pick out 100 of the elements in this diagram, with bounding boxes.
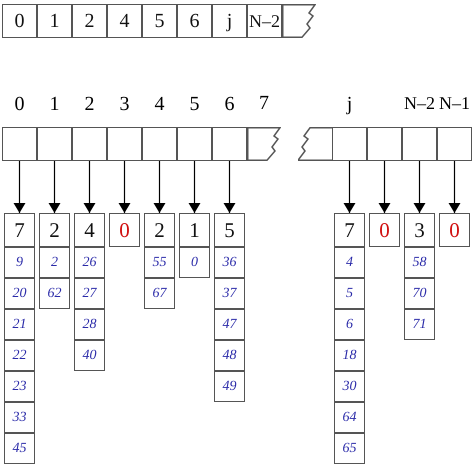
index-label: N–2 bbox=[404, 94, 435, 112]
list-item-value: 5 bbox=[346, 286, 353, 300]
arrow bbox=[48, 161, 60, 213]
list-item-cell bbox=[404, 278, 435, 309]
list-item-value: 40 bbox=[82, 348, 96, 362]
list-item-cell bbox=[214, 371, 245, 402]
arrow bbox=[378, 161, 390, 213]
list-item-value: 64 bbox=[342, 410, 356, 424]
index-label: 3 bbox=[120, 94, 130, 114]
list-item-cell bbox=[4, 371, 35, 402]
cell-value: 2 bbox=[84, 11, 94, 31]
count-value: 0 bbox=[449, 220, 460, 240]
list-item-value: 36 bbox=[222, 256, 236, 270]
count-value: 0 bbox=[379, 220, 390, 240]
array-cell bbox=[142, 4, 177, 38]
list-item-value: 26 bbox=[82, 256, 96, 270]
list-item-cell bbox=[74, 247, 105, 278]
list-item-value: 23 bbox=[12, 380, 26, 394]
count-value: 4 bbox=[84, 220, 95, 240]
list-item-cell bbox=[334, 433, 365, 464]
list-item-cell bbox=[4, 278, 35, 309]
cell-value: 1 bbox=[50, 11, 60, 31]
count-value: 7 bbox=[14, 220, 25, 240]
torn-array-end bbox=[282, 4, 316, 38]
list-item-value: 27 bbox=[82, 286, 96, 300]
list-item-value: 45 bbox=[12, 442, 26, 456]
list-item-cell bbox=[4, 309, 35, 340]
list-item-value: 9 bbox=[16, 256, 23, 270]
index-label: 2 bbox=[84, 94, 94, 114]
list-item-value: 58 bbox=[412, 256, 426, 270]
count-value: 1 bbox=[189, 220, 200, 240]
array-cell bbox=[247, 4, 282, 38]
cell-value: N–2 bbox=[249, 12, 280, 30]
list-item-value: 20 bbox=[12, 286, 26, 300]
list-item-value: 55 bbox=[152, 256, 166, 270]
cell-value: 6 bbox=[190, 11, 200, 31]
arrow bbox=[118, 161, 130, 213]
list-item-cell bbox=[74, 278, 105, 309]
list-item-value: 70 bbox=[412, 286, 426, 300]
arrow bbox=[154, 161, 166, 213]
list-item-cell bbox=[214, 278, 245, 309]
list-item-cell bbox=[334, 309, 365, 340]
list-item-cell bbox=[334, 402, 365, 433]
list-count-cell bbox=[334, 213, 365, 247]
index-label: j bbox=[346, 94, 352, 114]
arrow bbox=[414, 161, 426, 213]
list-count-cell bbox=[109, 213, 140, 247]
list-item-value: 18 bbox=[342, 348, 356, 362]
list-item-value: 71 bbox=[412, 318, 426, 332]
list-item-value: 49 bbox=[222, 380, 236, 394]
array-cell bbox=[2, 4, 37, 38]
arrow bbox=[14, 161, 26, 213]
list-item-cell bbox=[74, 340, 105, 371]
arrow bbox=[224, 161, 236, 213]
list-item-value: 67 bbox=[152, 286, 166, 300]
list-item-value: 22 bbox=[12, 348, 26, 362]
torn-array-start bbox=[298, 127, 332, 161]
list-count-cell bbox=[4, 213, 35, 247]
list-item-cell bbox=[74, 309, 105, 340]
cell-value: 0 bbox=[14, 11, 24, 31]
index-label: 4 bbox=[154, 94, 164, 114]
list-item-cell bbox=[4, 340, 35, 371]
list-count-cell bbox=[74, 213, 105, 247]
count-value: 7 bbox=[344, 220, 355, 240]
array-cell bbox=[367, 127, 402, 161]
list-item-value: 37 bbox=[222, 286, 236, 300]
list-count-cell bbox=[179, 213, 210, 247]
index-label: 5 bbox=[190, 94, 200, 114]
list-item-cell bbox=[4, 433, 35, 464]
list-item-cell bbox=[334, 371, 365, 402]
cell-value: 4 bbox=[120, 11, 130, 31]
list-item-cell bbox=[334, 247, 365, 278]
list-count-cell bbox=[214, 213, 245, 247]
count-value: 0 bbox=[119, 220, 130, 240]
index-label: 1 bbox=[50, 94, 60, 114]
list-item-cell bbox=[39, 247, 70, 278]
list-item-value: 0 bbox=[191, 256, 198, 270]
list-count-cell bbox=[144, 213, 175, 247]
count-value: 5 bbox=[224, 220, 235, 240]
list-count-cell bbox=[439, 213, 470, 247]
list-item-cell bbox=[179, 247, 210, 278]
list-item-cell bbox=[144, 247, 175, 278]
array-cell bbox=[37, 4, 72, 38]
list-item-cell bbox=[334, 340, 365, 371]
list-item-cell bbox=[4, 402, 35, 433]
arrow bbox=[344, 161, 356, 213]
array-cell bbox=[212, 4, 247, 38]
array-cell bbox=[177, 4, 212, 38]
list-item-value: 6 bbox=[346, 318, 353, 332]
list-count-cell bbox=[39, 213, 70, 247]
cell-value: 5 bbox=[154, 11, 164, 31]
array-cell bbox=[72, 4, 107, 38]
array-cell bbox=[107, 4, 142, 38]
list-item-cell bbox=[404, 309, 435, 340]
list-item-value: 33 bbox=[12, 410, 26, 424]
list-count-cell bbox=[369, 213, 400, 247]
list-item-value: 65 bbox=[342, 442, 356, 456]
count-value: 2 bbox=[49, 220, 60, 240]
list-item-value: 28 bbox=[82, 318, 96, 332]
count-value: 2 bbox=[154, 220, 165, 240]
